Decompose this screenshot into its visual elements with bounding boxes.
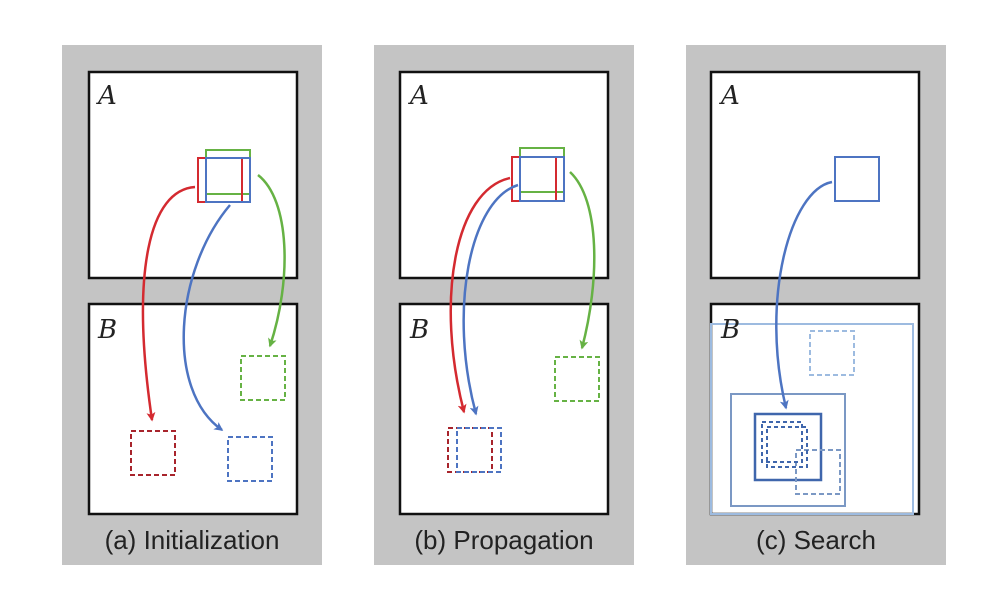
panel-search: A B (c) Search [686, 45, 946, 565]
image-b-frame [398, 302, 610, 516]
panel-caption: (a) Initialization [105, 525, 280, 555]
image-b-frame [87, 302, 299, 516]
search-window-medium [730, 393, 846, 507]
arrow-red [449, 176, 511, 414]
search-window-small [753, 412, 823, 482]
candidate-patch-near-2 [766, 426, 808, 468]
match-patch-green [554, 356, 600, 402]
match-patch-green [240, 355, 286, 401]
candidate-patch-mid [795, 449, 841, 495]
image-a-frame [398, 70, 610, 280]
arrow-blue [462, 183, 519, 416]
panel-caption: (b) Propagation [414, 525, 593, 555]
panel-initialization: A B (a) Initialization [62, 45, 322, 565]
match-patch-blue [456, 427, 502, 473]
arrow-blue [775, 180, 833, 410]
match-patch-blue [227, 436, 273, 482]
arrow-blue [182, 204, 231, 432]
image-a-frame [709, 70, 921, 280]
panel-propagation: A B (b) Propagation [374, 45, 634, 565]
candidate-patch-near-1 [761, 421, 803, 463]
arrow-green [569, 171, 596, 350]
image-b-label: B [720, 315, 740, 345]
image-a-label: A [96, 81, 117, 111]
candidate-patch-far [809, 330, 855, 376]
panel-caption: (c) Search [756, 525, 876, 555]
image-b-label: B [97, 315, 117, 345]
search-window-large [710, 323, 914, 515]
arrow-red [141, 185, 196, 422]
source-patch-blue [519, 156, 565, 202]
image-b-label: B [409, 315, 429, 345]
image-a-label: A [408, 81, 429, 111]
match-patch-red [130, 430, 176, 476]
image-a-frame [87, 70, 299, 280]
source-patch-blue [205, 157, 251, 203]
source-patch-blue [834, 156, 880, 202]
image-a-label: A [719, 81, 740, 111]
image-b-frame [709, 302, 921, 516]
match-patch-red [447, 427, 493, 473]
arrow-green [257, 174, 286, 348]
